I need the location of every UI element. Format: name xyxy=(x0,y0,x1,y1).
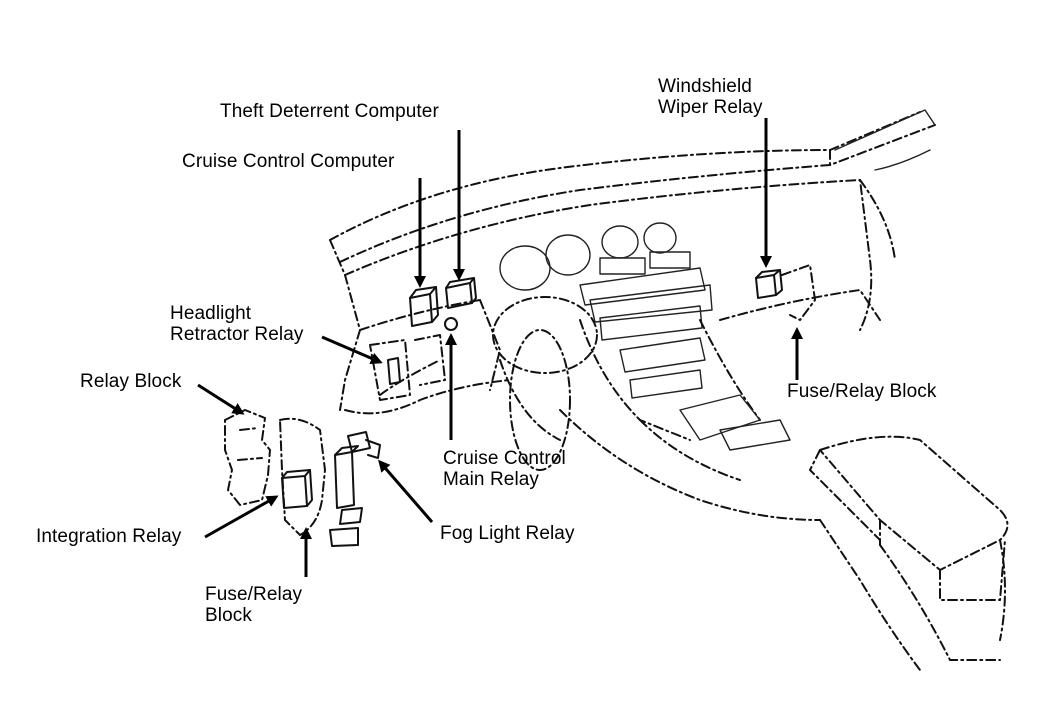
label-line: Headlight xyxy=(170,303,252,324)
headlight-retractor-relay-part xyxy=(369,334,446,401)
label-line: Theft Deterrent Computer xyxy=(220,101,439,122)
leader-arrows xyxy=(197,118,803,577)
label-fuse-relay-block-right: Fuse/Relay Block xyxy=(787,381,936,402)
label-line: Integration Relay xyxy=(36,526,182,547)
dashboard-outline xyxy=(329,109,936,415)
label-windshield-wiper-relay: Windshield Wiper Relay xyxy=(658,76,763,118)
label-line: Windshield xyxy=(658,76,752,97)
cruise-control-main-relay-part xyxy=(444,317,458,331)
label-fuse-relay-block-left: Fuse/Relay Block xyxy=(205,584,302,626)
label-line: Relay Block xyxy=(80,371,182,392)
label-relay-block: Relay Block xyxy=(80,371,181,392)
arrow-headlight-retractor xyxy=(321,335,383,364)
label-line: Wiper Relay xyxy=(658,97,763,118)
arrow-integration-relay xyxy=(204,495,279,539)
label-line: Fog Light Relay xyxy=(440,523,575,544)
label-line: Fuse/Relay Block xyxy=(787,381,937,402)
windshield-wiper-relay-part xyxy=(755,264,816,321)
label-line: Block xyxy=(205,605,252,626)
arrow-fog-light-relay xyxy=(378,459,434,523)
label-fog-light-relay: Fog Light Relay xyxy=(440,523,575,544)
steering-wheel xyxy=(492,296,598,471)
label-line: Cruise Control xyxy=(443,448,566,469)
label-line: Main Relay xyxy=(443,469,540,490)
instrument-cluster xyxy=(499,222,713,399)
label-integration-relay: Integration Relay xyxy=(36,526,181,547)
center-console xyxy=(559,319,821,521)
label-cruise-control-computer: Cruise Control Computer xyxy=(182,151,394,172)
arrow-relay-block xyxy=(197,383,245,415)
label-headlight-retractor-relay: Headlight Retractor Relay xyxy=(170,303,304,345)
label-cruise-control-main-relay: Cruise Control Main Relay xyxy=(443,448,566,490)
label-line: Retractor Relay xyxy=(170,324,304,345)
integration-relay-part xyxy=(281,469,313,509)
relay-block-part xyxy=(224,409,271,506)
cruise-control-computer-part xyxy=(409,286,439,327)
fog-light-bracket xyxy=(329,431,381,547)
label-line: Cruise Control Computer xyxy=(182,151,395,172)
label-theft-deterrent-computer: Theft Deterrent Computer xyxy=(220,101,439,122)
armrest-console xyxy=(809,435,1009,671)
label-line: Fuse/Relay xyxy=(205,584,303,605)
